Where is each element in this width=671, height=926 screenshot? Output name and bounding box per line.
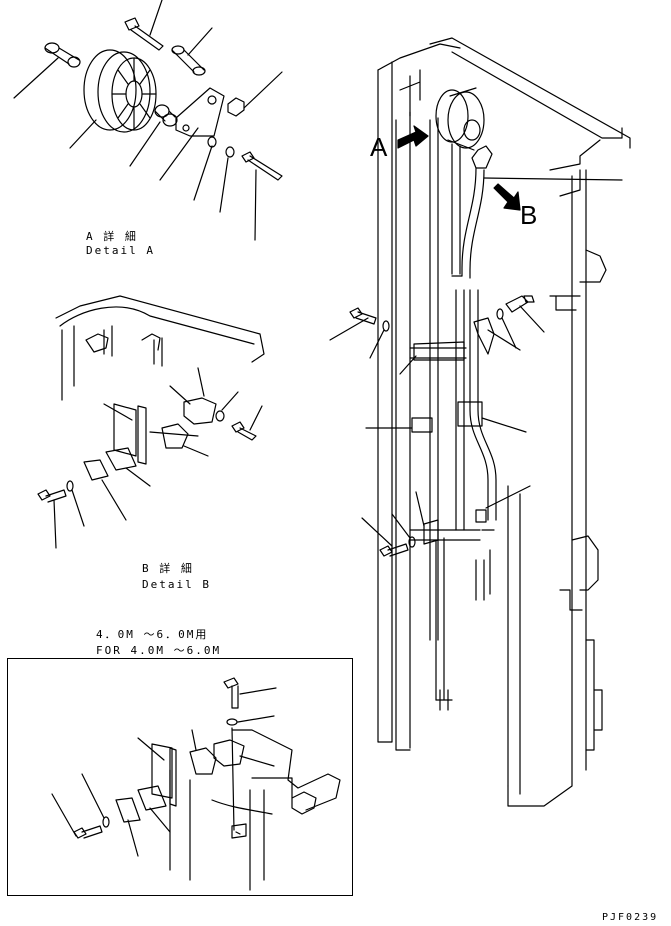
variant-caption-en: FOR 4.0M ～6.0M (96, 644, 222, 657)
detail-a-caption-en: Detail A (86, 244, 155, 257)
view-arrows (397, 125, 521, 211)
hoses (435, 143, 497, 711)
variant-frame (7, 658, 353, 896)
bracket-b3 (105, 447, 137, 471)
bolt-top (124, 0, 164, 51)
callout-a: A (370, 132, 388, 162)
detail-a-assembly (13, 0, 283, 241)
detail-a-caption-jp: A 詳 細 (86, 230, 138, 243)
outer-rail-left (377, 61, 393, 743)
arrow-b (493, 183, 521, 211)
top-crossbar (429, 37, 631, 149)
slide-plate-1 (113, 403, 137, 457)
callout-b: B (520, 200, 538, 230)
mast-hardware (329, 177, 623, 557)
nut (227, 71, 283, 117)
bushing (129, 104, 178, 167)
clamp-lower (423, 519, 439, 545)
pin-left (13, 42, 81, 99)
spacer-tube (171, 27, 213, 76)
mast-outline-b (55, 295, 265, 363)
slide-plate-2 (137, 405, 147, 465)
bolt-m1 (349, 307, 377, 325)
detail-b-caption-en: Detail B (142, 578, 211, 591)
mast (377, 37, 631, 807)
bracket-b4 (83, 459, 109, 481)
drawing-code: PJF0239 (602, 912, 659, 923)
arrow-a (397, 125, 429, 149)
detail-b-caption-jp: B 詳 細 (142, 562, 194, 575)
pulley (69, 49, 157, 149)
variant-caption-jp: 4．0M ～6．0M用 (96, 628, 209, 641)
bracket-b2 (161, 423, 189, 449)
bolt-m2 (505, 295, 535, 313)
bolt-m3 (379, 543, 409, 557)
variant-assembly (51, 677, 341, 891)
detail-b-assembly (37, 295, 265, 549)
bracket-b1 (183, 397, 217, 425)
clamp-plate (413, 341, 465, 361)
bracket-plate (159, 87, 225, 181)
clamp-bracket (473, 317, 495, 355)
mast-pulley (435, 87, 493, 169)
washer-bolt (193, 136, 283, 241)
hose-protector (411, 401, 483, 433)
